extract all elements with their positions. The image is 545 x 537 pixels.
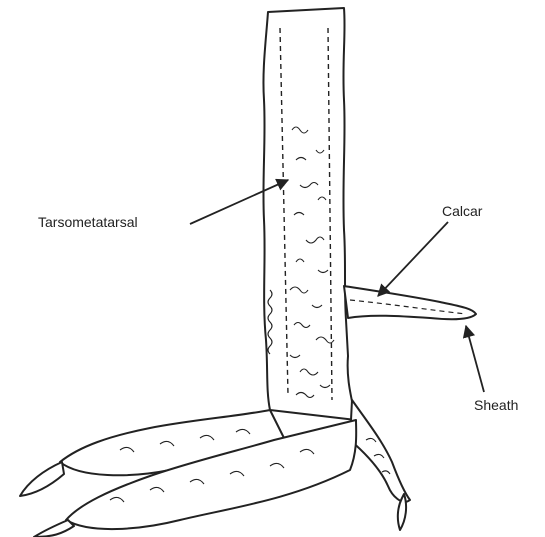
sheath-arrow	[466, 326, 484, 392]
front-toes	[20, 410, 356, 537]
sheath-label: Sheath	[474, 397, 518, 413]
calcar-arrow	[378, 222, 448, 296]
tarsometatarsal-label: Tarsometatarsal	[38, 214, 138, 230]
calcar-label: Calcar	[442, 203, 482, 219]
leg-shaft	[263, 8, 356, 420]
hind-toe	[350, 400, 410, 530]
calcar-spur	[344, 286, 476, 319]
